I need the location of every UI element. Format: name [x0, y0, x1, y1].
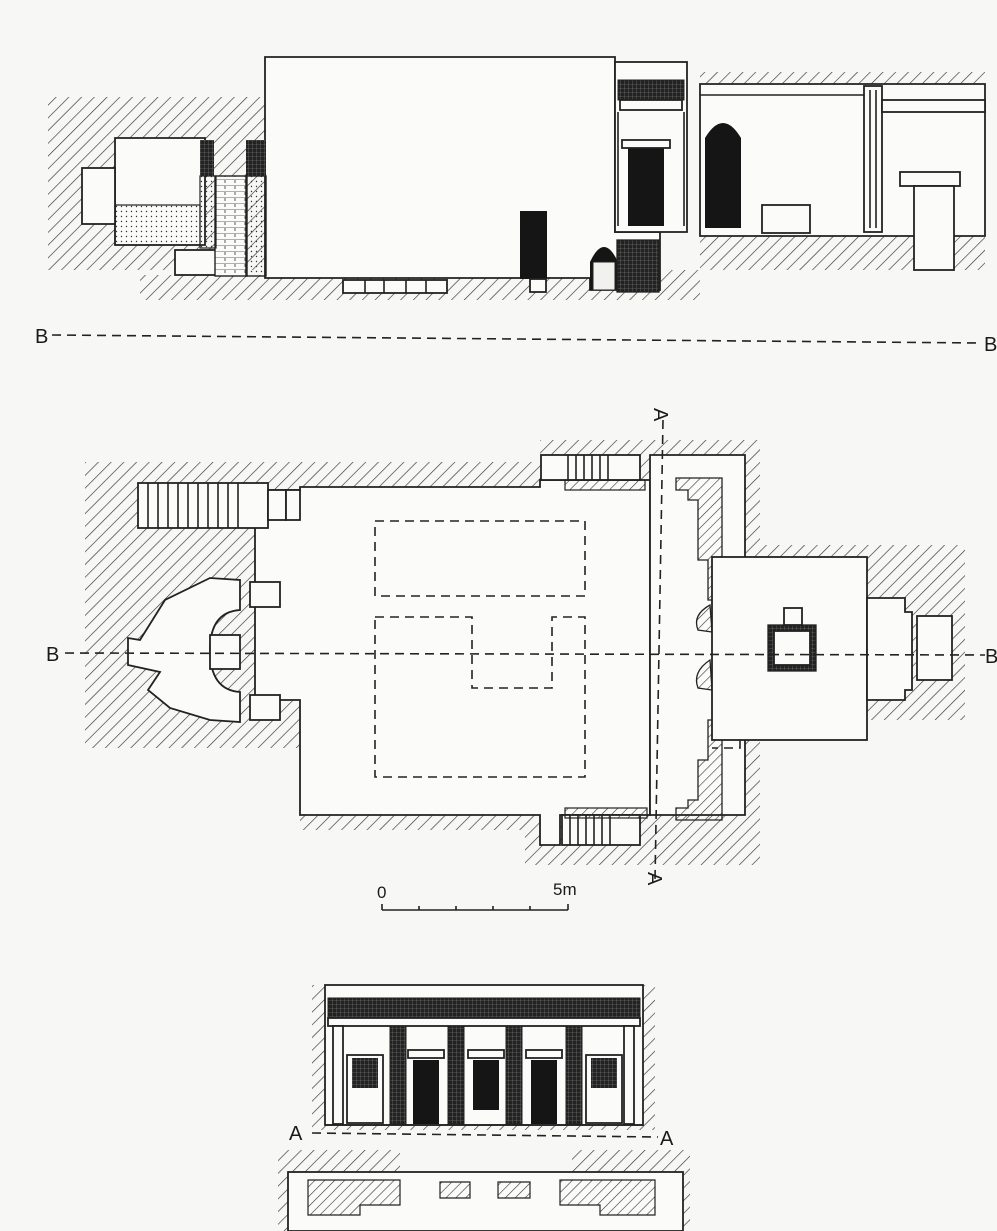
b-label-upper-left: B — [35, 326, 48, 348]
b-label-plan-right: B — [985, 646, 997, 668]
lower-plan-fragment — [278, 1150, 690, 1231]
scale-zero-label: 0 — [377, 883, 386, 902]
section-line-b-upper: B B — [35, 326, 997, 356]
b-label-plan-left: B — [46, 644, 59, 666]
elevation-a-a-drawing — [312, 984, 655, 1130]
section-b-b-drawing — [48, 56, 986, 300]
a-label-bottom: A — [643, 872, 665, 886]
a-label-top: A — [649, 408, 671, 422]
a-label-elev-left: A — [289, 1123, 303, 1145]
scale-five-label: 5m — [553, 880, 577, 899]
a-label-elev-right: A — [660, 1128, 674, 1150]
section-line-b-plan: B B — [46, 644, 997, 668]
section-line-a: A A — [643, 408, 671, 886]
floor-plan-drawing — [85, 440, 965, 865]
elevation-columns — [332, 1025, 635, 1125]
b-label-upper-right: B — [984, 334, 997, 356]
scale-bar: 0 5m — [377, 880, 577, 911]
section-line-a-elevation: A A — [289, 1123, 674, 1150]
